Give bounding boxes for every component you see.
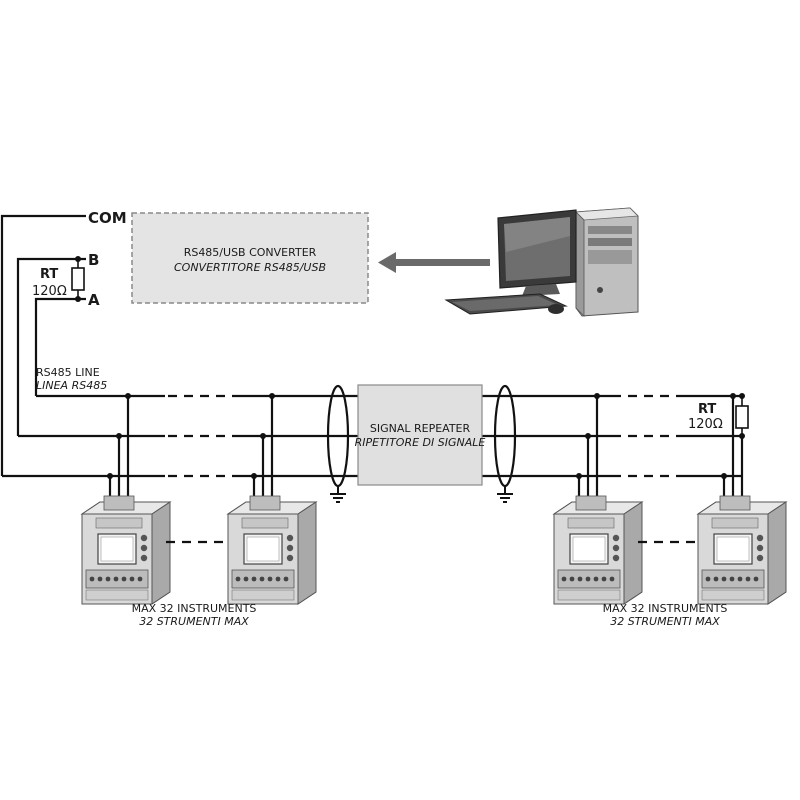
resistor-left-value: 120Ω xyxy=(32,284,67,299)
converter-label: RS485/USB CONVERTER xyxy=(184,246,317,259)
repeater-label-it: RIPETITORE DI SIGNALE xyxy=(355,436,486,449)
ground-icon xyxy=(496,485,514,503)
line-label-it: LINEA RS485 xyxy=(36,379,107,392)
terminal-a-label: A xyxy=(88,291,100,309)
arrow-icon xyxy=(378,252,490,273)
resistor-right-value: 120Ω xyxy=(688,417,723,432)
instrument-icon xyxy=(81,495,171,605)
bus-dashed-right xyxy=(612,390,682,482)
resistor-left-name: RT xyxy=(40,267,58,282)
ground-icon xyxy=(329,485,347,503)
group-left-label: MAX 32 INSTRUMENTS xyxy=(132,602,257,615)
instrument-icon xyxy=(697,495,787,605)
resistor-icon xyxy=(71,259,85,299)
converter-box xyxy=(131,212,369,304)
terminal-com-label: COM xyxy=(88,209,127,227)
instrument-drops xyxy=(107,393,744,500)
repeater-box xyxy=(357,384,483,486)
a-wire xyxy=(34,297,86,396)
resistor-right-name: RT xyxy=(698,402,716,417)
com-wire xyxy=(0,214,86,476)
b-wire xyxy=(16,257,86,436)
instrument-icon xyxy=(227,495,317,605)
group-right-label-it: 32 STRUMENTI MAX xyxy=(610,615,720,628)
line-label: RS485 LINE xyxy=(36,366,100,379)
repeater-label: SIGNAL REPEATER xyxy=(370,422,471,435)
resistor-right-node-top xyxy=(739,393,745,399)
computer-icon xyxy=(444,207,639,317)
converter-label-it: CONVERTITORE RS485/USB xyxy=(174,261,326,274)
terminal-b-label: B xyxy=(88,251,99,269)
instrument-icon xyxy=(553,495,643,605)
group-right-label: MAX 32 INSTRUMENTS xyxy=(603,602,728,615)
group-left-label-it: 32 STRUMENTI MAX xyxy=(139,615,249,628)
resistor-icon xyxy=(735,396,749,436)
